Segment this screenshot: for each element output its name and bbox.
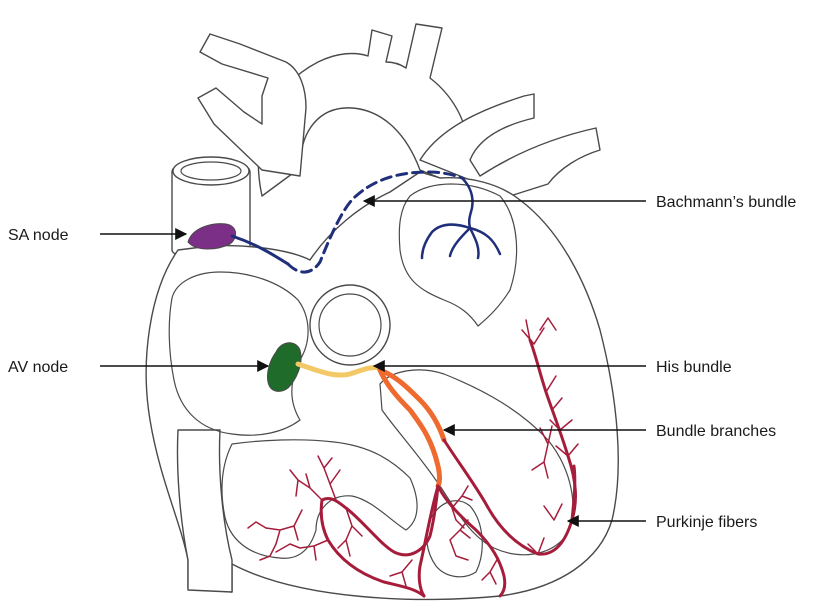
his-bundle-label: His bundle [656, 359, 732, 376]
vena-cava-opening [173, 157, 249, 185]
sa-node-label: SA node [8, 227, 69, 244]
bundle-branches-label: Bundle branches [656, 423, 776, 440]
purkinje-fibers-label: Purkinje fibers [656, 514, 757, 531]
aortic-valve-outer [310, 285, 390, 365]
av-node-label: AV node [8, 359, 68, 376]
heart-anatomy [146, 24, 618, 599]
bachmanns-bundle-label: Bachmann’s bundle [656, 194, 796, 211]
pulmonary-artery [198, 34, 306, 176]
